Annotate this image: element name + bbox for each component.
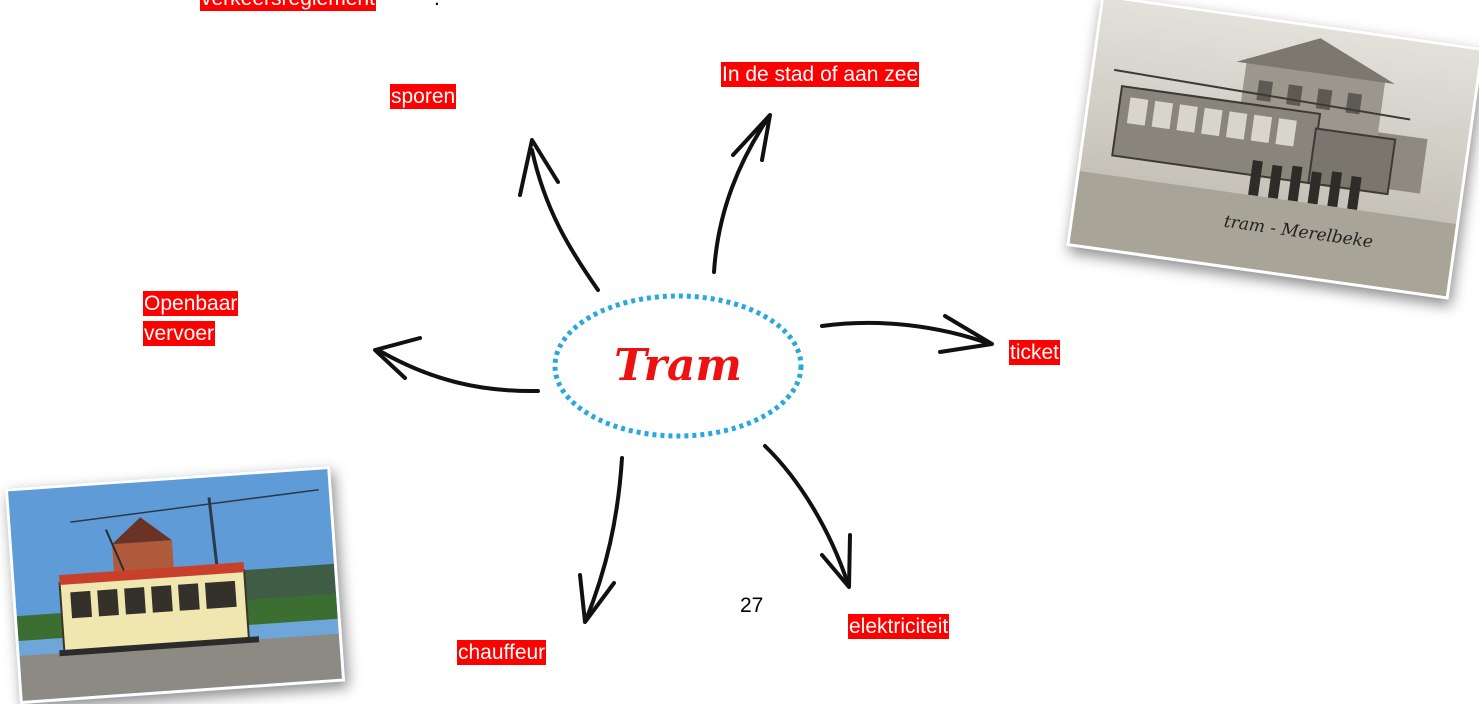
arrow-to-ticket	[820, 320, 992, 346]
page-number: 27	[740, 594, 764, 617]
label-sporen: sporen	[390, 84, 457, 109]
yellow-tram-photo	[4, 465, 346, 704]
arrow-to-chauffeur	[584, 456, 624, 622]
label-openbaar-vervoer: Openbaar vervoer	[143, 291, 239, 351]
center-node-title: Tram	[614, 340, 742, 391]
label-elektriciteit: elektriciteit	[848, 614, 950, 639]
arrow-to-stad	[712, 116, 770, 274]
old-tram-photo: tram - Merelbeke	[1066, 0, 1479, 300]
arrowhead-ticket	[938, 314, 994, 354]
center-node-ring	[552, 293, 804, 439]
arrow-to-elektriciteit	[763, 444, 850, 586]
old-tram-photo-image: tram - Merelbeke	[1069, 0, 1479, 297]
label-openbaar-line2: vervoer	[143, 321, 216, 346]
arrowhead-stad	[731, 113, 772, 162]
arrow-to-openbaar	[376, 348, 540, 394]
header-fragment-suffix: .	[434, 0, 440, 11]
label-chauffeur: chauffeur	[457, 640, 547, 665]
label-stad: In de stad of aan zee	[721, 62, 920, 87]
arrowhead-elektriciteit	[820, 533, 852, 589]
arrow-to-sporen	[530, 148, 600, 292]
arrowhead-sporen	[518, 138, 560, 197]
arrowhead-chauffeur	[578, 573, 616, 624]
label-openbaar-line1: Openbaar	[143, 291, 239, 316]
header-fragment-text: verkeersreglement	[200, 0, 376, 11]
yellow-tram-photo-image	[8, 469, 342, 701]
arrowhead-openbaar	[373, 336, 422, 380]
label-ticket: ticket	[1009, 340, 1061, 365]
